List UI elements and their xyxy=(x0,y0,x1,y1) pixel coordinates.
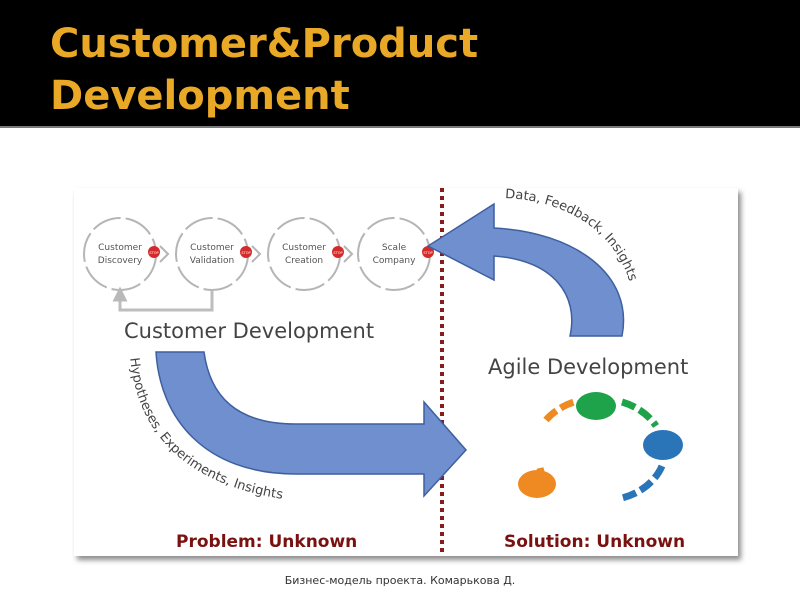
step-scale-company: Scale Company xyxy=(357,217,431,291)
stop-sign-label: STOP xyxy=(241,251,250,255)
title-bar-divider xyxy=(0,126,800,128)
step-label-line1: Customer xyxy=(98,243,142,253)
step-customer-validation: Customer Validation xyxy=(175,217,249,291)
feedback-arrow xyxy=(426,202,625,337)
step-connector-icon xyxy=(343,245,354,263)
stop-sign-icon: STOP xyxy=(422,246,434,258)
development-diagram: Customer Discovery Customer Validation C… xyxy=(83,188,688,552)
customer-development-label: Customer Development xyxy=(124,319,374,343)
agile-cycle-icon xyxy=(518,392,683,502)
hypotheses-arrow xyxy=(155,351,468,498)
stop-sign-label: STOP xyxy=(333,251,342,255)
step-label-line1: Scale xyxy=(382,243,407,253)
stop-sign-icon: STOP xyxy=(148,246,160,258)
slide-title-line-2: Development xyxy=(50,73,350,119)
step-customer-discovery: Customer Discovery xyxy=(83,217,157,291)
step-customer-creation: Customer Creation xyxy=(267,217,341,291)
step-label-line1: Customer xyxy=(190,243,234,253)
slide-title-line-1: Customer&Product xyxy=(50,21,479,67)
stop-sign-icon: STOP xyxy=(332,246,344,258)
step-label-line2: Discovery xyxy=(98,256,143,266)
stop-sign-icon: STOP xyxy=(240,246,252,258)
stop-sign-label: STOP xyxy=(423,251,432,255)
slide-title: Customer&Product Development xyxy=(50,18,750,122)
stop-sign-label: STOP xyxy=(149,251,158,255)
step-connector-icon xyxy=(251,245,262,263)
title-bar xyxy=(0,0,800,126)
problem-label: Problem: Unknown xyxy=(176,532,357,552)
step-label-line2: Creation xyxy=(285,256,323,266)
agile-development-label: Agile Development xyxy=(488,355,688,379)
step-label-line2: Validation xyxy=(190,256,234,266)
solution-label: Solution: Unknown xyxy=(504,532,685,552)
diagram-frame: Customer Discovery Customer Validation C… xyxy=(74,188,738,556)
loop-back-arrow xyxy=(112,286,214,312)
step-label-line2: Company xyxy=(373,256,416,266)
slide-footer: Бизнес-модель проекта. Комарькова Д. xyxy=(284,574,516,587)
step-label-line1: Customer xyxy=(282,243,326,253)
step-connector-icon xyxy=(159,245,170,263)
